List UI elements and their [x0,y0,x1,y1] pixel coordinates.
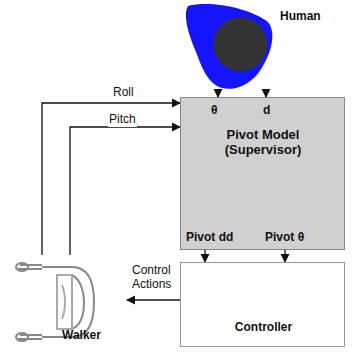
node-text: Walker [62,329,101,343]
node-text: Pivot θ [265,231,304,245]
node-text: Pivot dd [186,231,233,245]
node-text: Controller [181,321,346,335]
supervisor-box: θ dPivot Model (Supervisor) Pivot dd Pivot … [180,97,345,250]
node-text: θ [211,104,218,118]
edge-label: Roll [112,86,135,100]
controller-box: Controller [180,262,345,347]
connector-arrow [70,127,180,255]
walker-figure: Walker [2,255,127,350]
connector-arrow [204,250,205,262]
node-text: d [263,104,270,118]
node-text: Human [280,10,321,24]
human-figure: Human [180,2,345,94]
connector-arrow [284,250,285,262]
connector-arrow [127,299,180,300]
connector-arrow [42,103,180,255]
edge-label: Pitch [108,113,137,127]
edge-label: Control Actions [131,264,179,292]
node-text: Pivot Model (Supervisor) [213,128,313,158]
